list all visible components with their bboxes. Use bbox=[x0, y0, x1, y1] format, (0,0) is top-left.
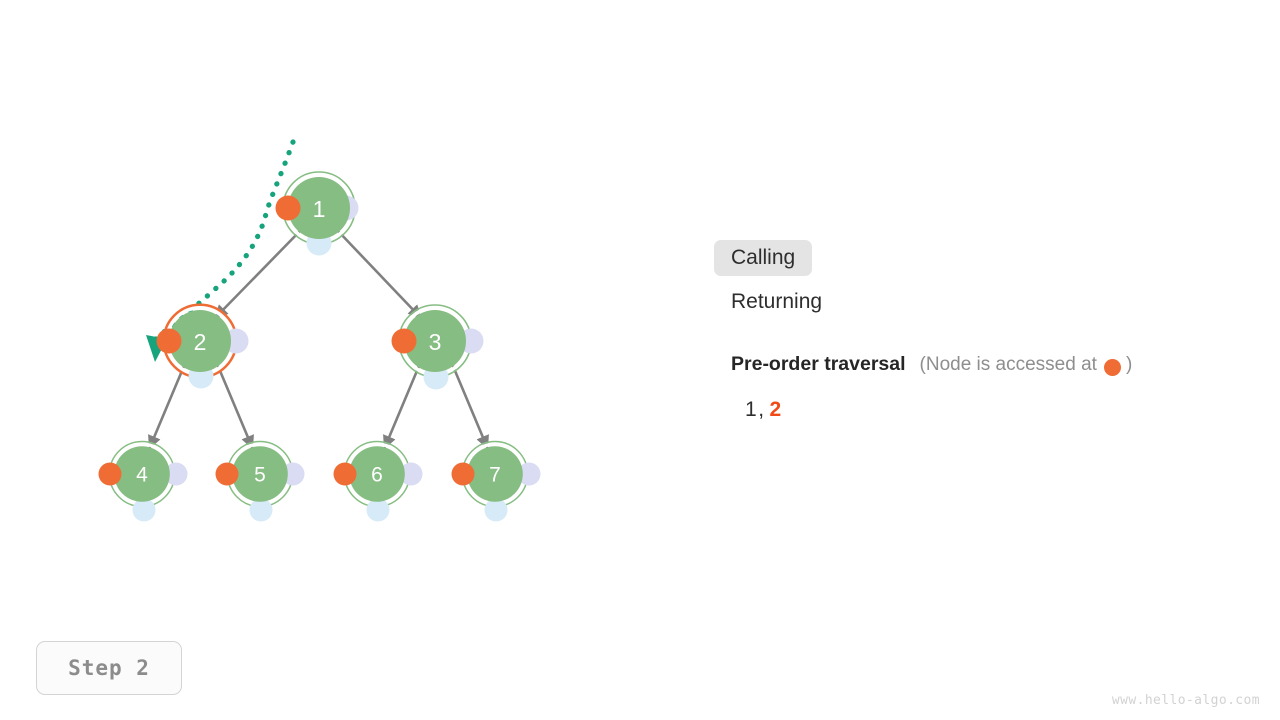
node-6-access-dot bbox=[333, 462, 357, 486]
tree-node-3[interactable]: 3 bbox=[391, 304, 484, 390]
node-2-access-dot bbox=[156, 328, 182, 354]
node-3-body bbox=[404, 310, 466, 372]
node-1-label: 1 bbox=[313, 196, 326, 222]
step-badge: Step 2 bbox=[36, 641, 182, 695]
traversal-title: Pre-order traversal bbox=[731, 353, 906, 375]
edge-1-2 bbox=[214, 230, 301, 319]
traversal-note-suffix: ) bbox=[1125, 353, 1133, 375]
binary-tree-diagram: 1 2 3 4 5 bbox=[98, 139, 541, 522]
edge-2-5 bbox=[216, 365, 254, 450]
tree-node-1[interactable]: 1 bbox=[275, 171, 359, 256]
sequence-item-2: 2 bbox=[769, 398, 782, 421]
node-5-access-dot bbox=[215, 462, 239, 486]
node-3-access-dot bbox=[391, 328, 417, 354]
access-marker-icon bbox=[1103, 359, 1121, 376]
sequence-separator: , bbox=[758, 398, 765, 421]
node-4-right-dot bbox=[164, 462, 188, 486]
traversal-sequence: 1,2 bbox=[731, 398, 1254, 422]
sequence-item-1: 1 bbox=[745, 398, 758, 421]
traversal-note-prefix: (Node is accessed at bbox=[919, 353, 1097, 375]
node-4-access-dot bbox=[98, 462, 122, 486]
node-5-right-dot bbox=[281, 462, 305, 486]
legend-calling-row: Calling bbox=[714, 236, 1254, 280]
node-5-body bbox=[232, 446, 288, 502]
node-7-label: 7 bbox=[489, 464, 501, 487]
legend-returning-row: Returning bbox=[714, 280, 1254, 324]
node-1-access-dot bbox=[275, 195, 301, 221]
tree-edges bbox=[148, 230, 489, 450]
node-5-label: 5 bbox=[254, 464, 266, 487]
edge-1-3 bbox=[337, 230, 422, 319]
traversal-heading: Pre-order traversal (Node is accessed at… bbox=[731, 353, 1254, 376]
tree-node-2[interactable]: 2 bbox=[156, 303, 249, 389]
tree-node-6[interactable]: 6 bbox=[333, 440, 423, 522]
info-panel: Calling Returning Pre-order traversal (N… bbox=[714, 236, 1254, 422]
node-7-access-dot bbox=[451, 462, 475, 486]
node-6-bottom-dot bbox=[366, 498, 390, 522]
watermark: www.hello-algo.com bbox=[1111, 693, 1260, 708]
node-5-bottom-dot bbox=[249, 498, 273, 522]
edge-3-6 bbox=[383, 365, 421, 450]
traversal-block: Pre-order traversal (Node is accessed at… bbox=[714, 353, 1254, 422]
legend-returning-label[interactable]: Returning bbox=[731, 290, 823, 313]
node-2-body bbox=[169, 310, 231, 372]
node-7-body bbox=[467, 446, 523, 502]
node-7-bottom-dot bbox=[484, 498, 508, 522]
edge-2-4 bbox=[148, 365, 186, 450]
node-7-right-dot bbox=[517, 462, 541, 486]
edge-3-7 bbox=[451, 365, 489, 450]
tree-node-5[interactable]: 5 bbox=[215, 440, 305, 522]
node-4-bottom-dot bbox=[132, 498, 156, 522]
tree-node-7[interactable]: 7 bbox=[451, 440, 541, 522]
step-label: Step 2 bbox=[68, 656, 150, 680]
legend-calling-chip[interactable]: Calling bbox=[714, 240, 813, 276]
node-4-body bbox=[114, 446, 170, 502]
node-6-right-dot bbox=[399, 462, 423, 486]
node-2-label: 2 bbox=[194, 329, 207, 355]
node-1-body bbox=[288, 177, 350, 239]
tree-node-4[interactable]: 4 bbox=[98, 440, 188, 522]
node-6-body bbox=[349, 446, 405, 502]
node-3-label: 3 bbox=[429, 329, 442, 355]
node-4-label: 4 bbox=[136, 464, 148, 487]
node-6-label: 6 bbox=[371, 464, 383, 487]
